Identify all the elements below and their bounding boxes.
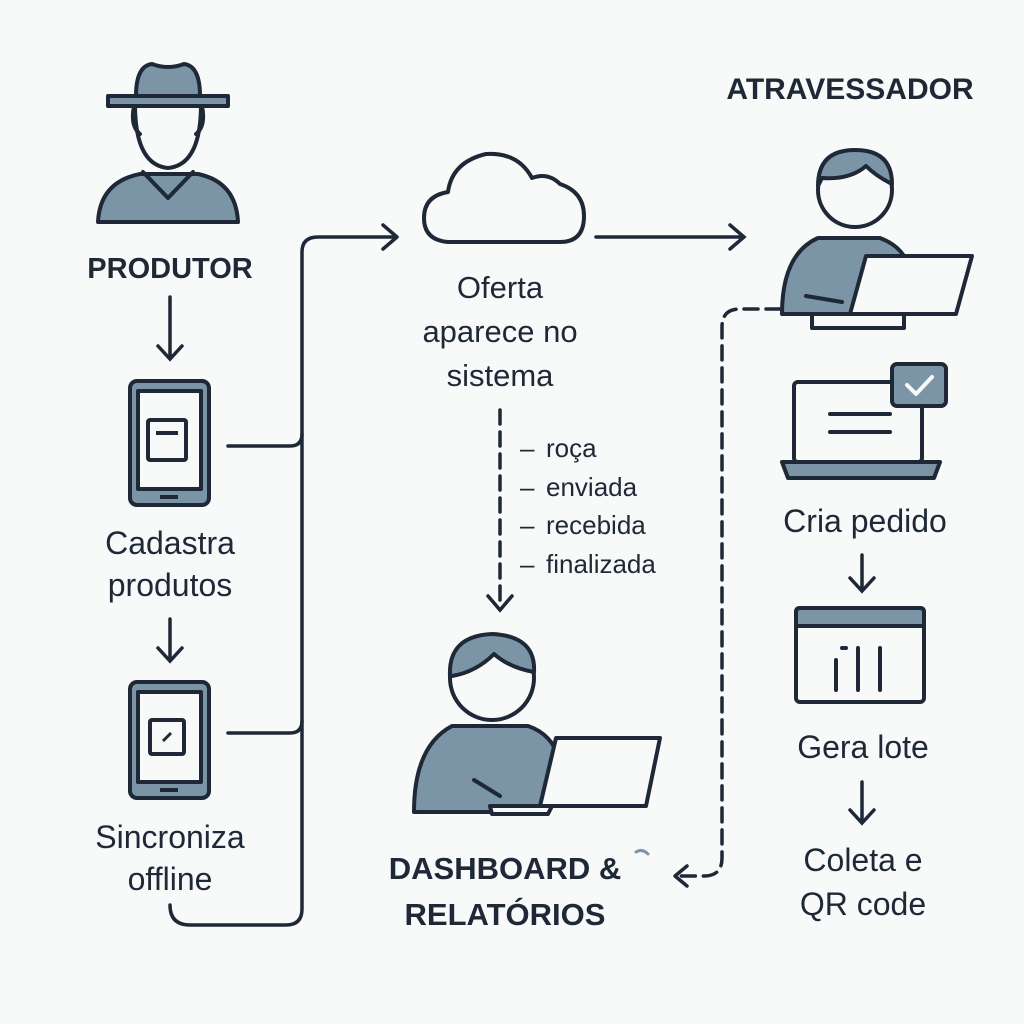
connector-to-cloud [168, 223, 399, 927]
dashboard-user-laptop-icon [412, 632, 662, 856]
status-item: –roça [520, 433, 597, 463]
actor-produtor-label: PRODUTOR [87, 253, 253, 285]
arrow-down-cadastra [156, 617, 184, 664]
status-item: –recebida [520, 510, 646, 540]
smartphone-sync-icon [128, 680, 211, 800]
status-list: –roça –enviada –recebida –finalizada [520, 430, 656, 584]
dashboard-label: DASHBOARD & RELATÓRIOS [388, 851, 622, 932]
step-sincroniza-label: Sincroniza offline [95, 819, 245, 897]
smartphone-icon [128, 379, 211, 507]
farmer-hat-icon [96, 62, 240, 224]
actor-atravessador-label: ATRAVESSADOR [726, 73, 974, 106]
calendar-chart-icon [794, 606, 926, 704]
cloud-icon [422, 151, 586, 244]
status-item: –enviada [520, 471, 638, 502]
arrow-down-produtor [156, 295, 184, 362]
step-coleta-label: Coleta e QR code [799, 842, 927, 922]
status-item: –finalizada [520, 548, 656, 579]
user-laptop-icon [780, 148, 974, 330]
arrow-down-lote [848, 780, 876, 826]
dashed-arrow-oferta [486, 408, 514, 613]
step-gera-lote-label: Gera lote [797, 729, 929, 765]
step-cria-pedido-label: Cria pedido [783, 503, 947, 539]
step-cadastra-label: Cadastra produtos [105, 525, 235, 603]
laptop-check-icon [780, 362, 948, 480]
dashed-connector-return [673, 307, 782, 888]
arrow-right-cloud [594, 223, 747, 251]
arrow-down-pedido [848, 553, 876, 594]
step-oferta-label: Oferta aparece no sistema [422, 270, 578, 393]
